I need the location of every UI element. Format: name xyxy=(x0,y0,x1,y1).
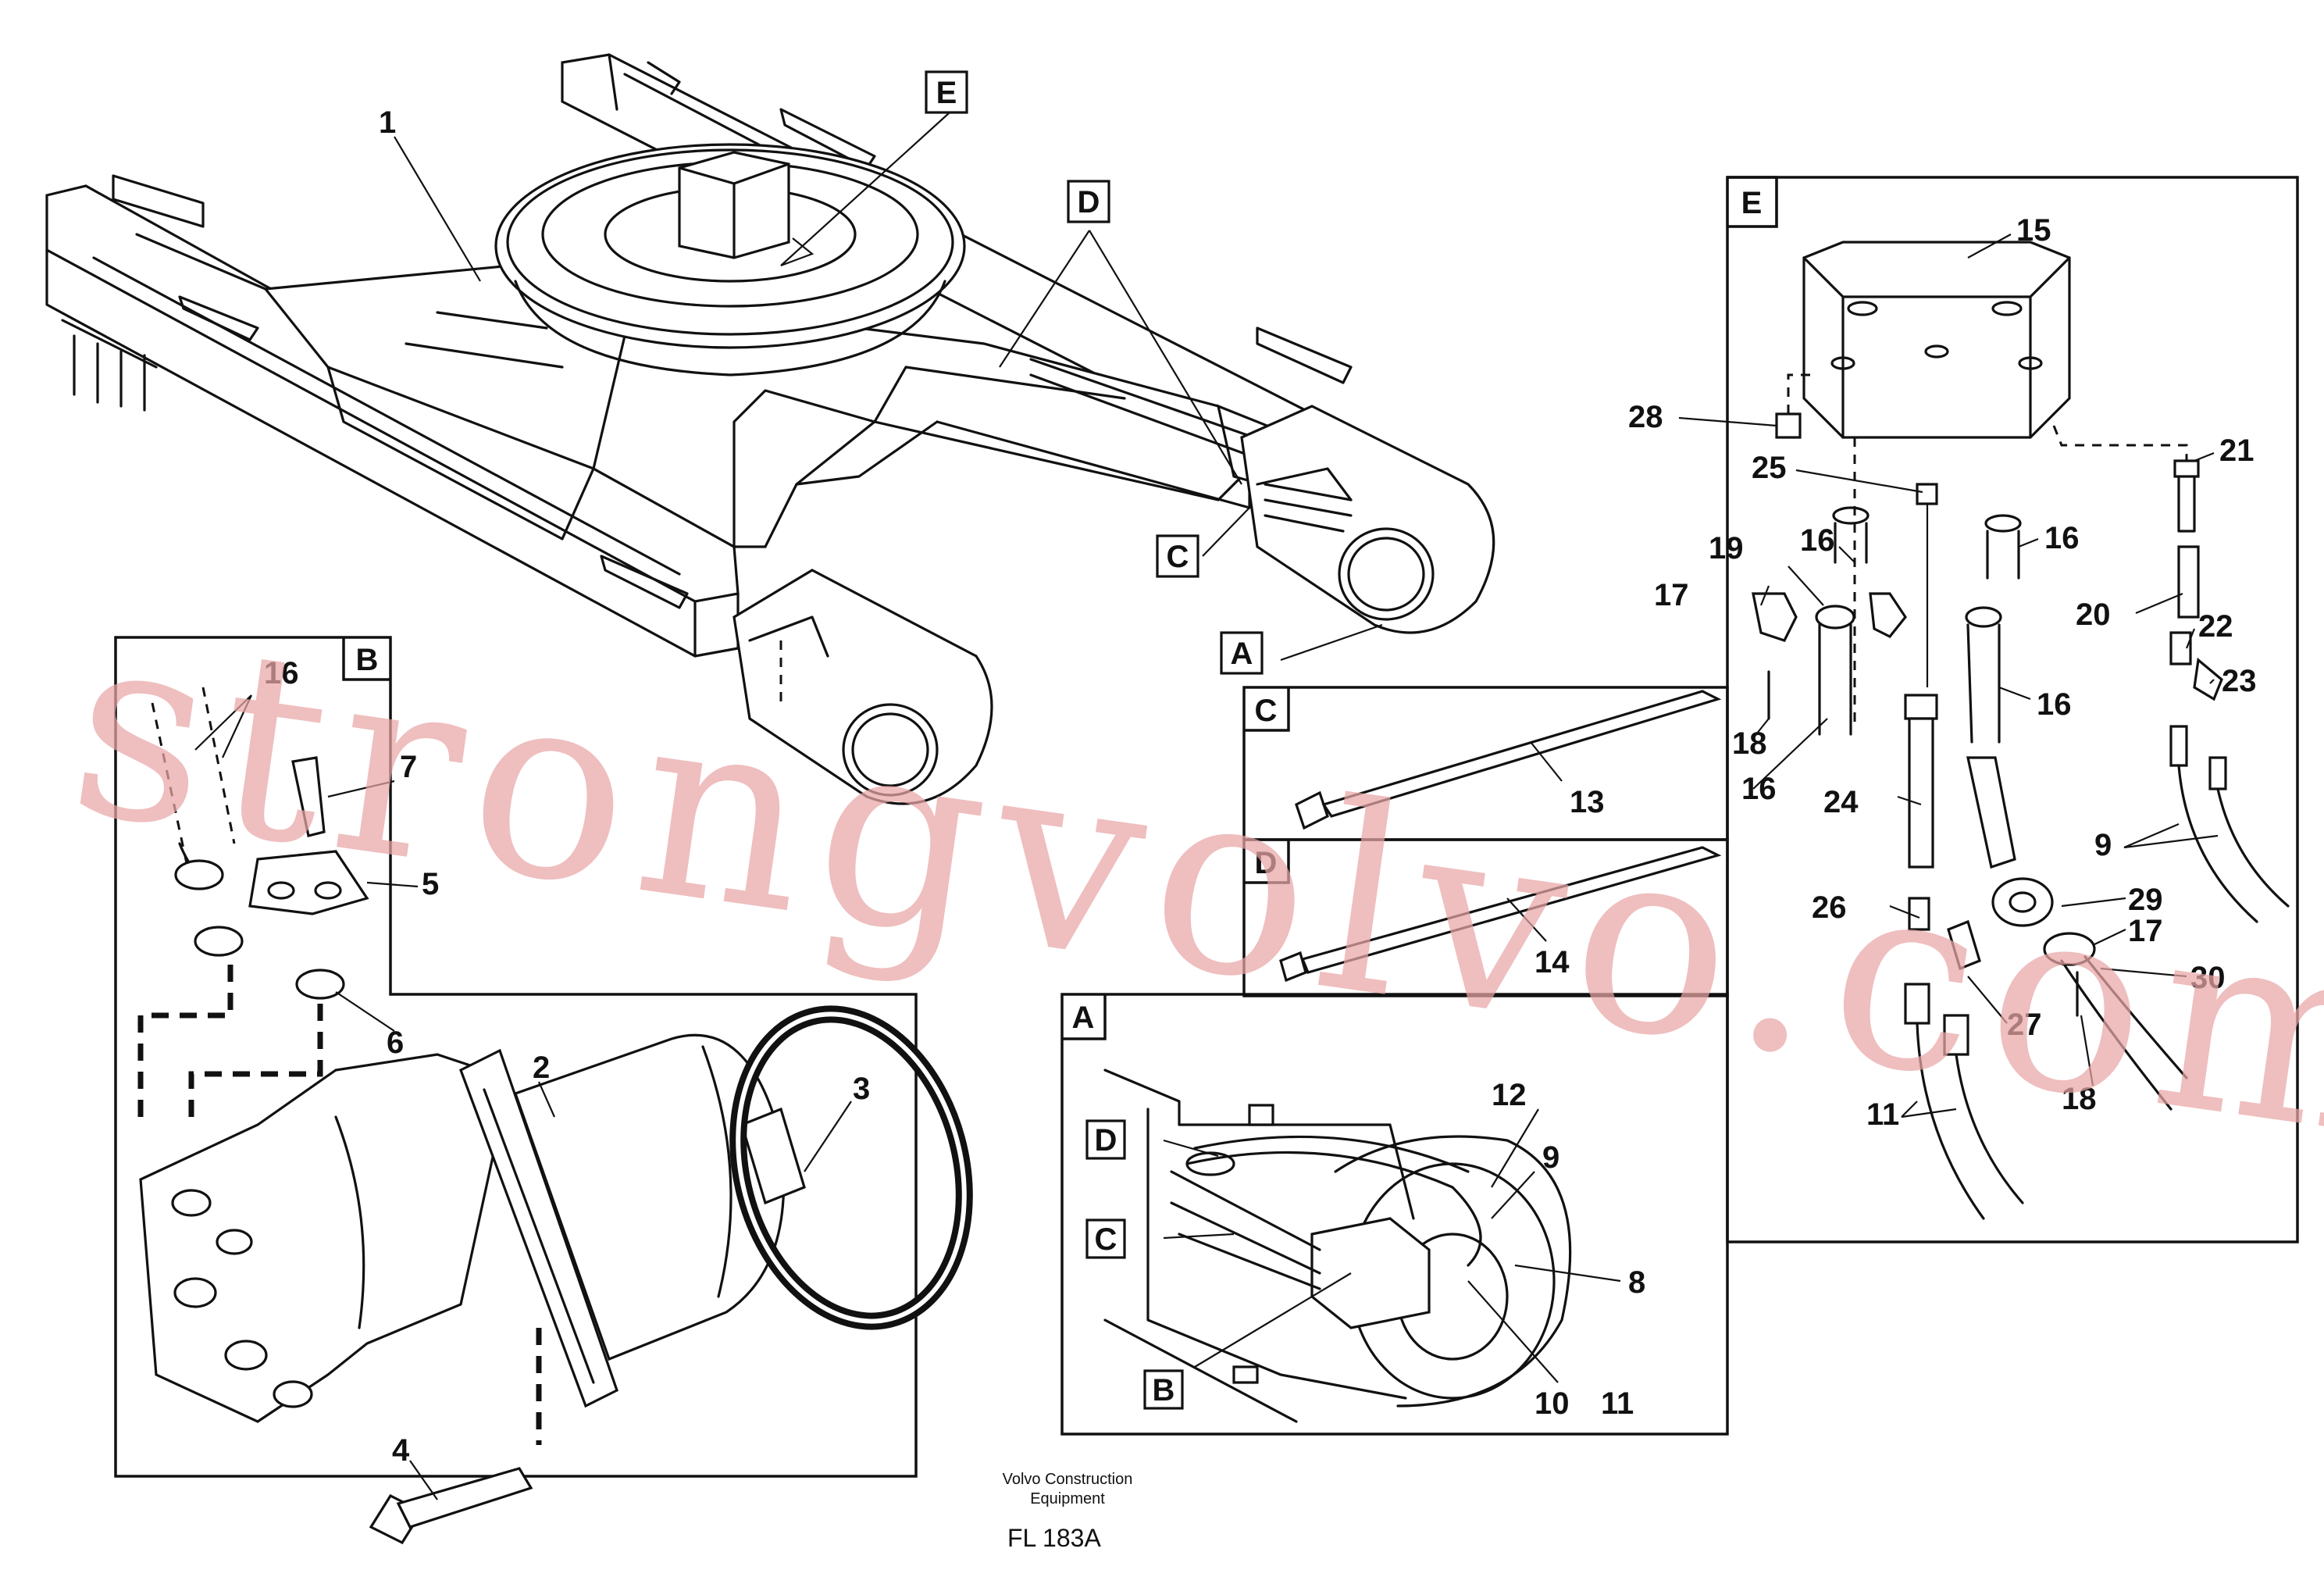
callout-17-b: 17 xyxy=(2128,914,2163,948)
label-B-in-A: B xyxy=(1153,1373,1175,1408)
callout-11-b: 11 xyxy=(1866,1097,1899,1132)
label-E-main: E xyxy=(936,76,957,110)
view-D-panel xyxy=(1242,838,1729,997)
callout-30: 30 xyxy=(2190,961,2226,995)
label-C-main: C xyxy=(1167,540,1189,574)
callout-numbers: 1 16 7 5 6 2 3 4 13 14 12 9 8 10 11 15 2… xyxy=(264,105,2257,1468)
callout-5: 5 xyxy=(422,867,439,901)
caption: Volvo Construction Equipment FL 183A xyxy=(1003,1471,1133,1552)
callout-16-b: 16 xyxy=(264,656,299,690)
view-E-panel xyxy=(1726,176,2299,1243)
callout-6: 6 xyxy=(387,1026,404,1060)
label-D-in-A: D xyxy=(1095,1123,1117,1158)
callout-3: 3 xyxy=(853,1072,870,1106)
callout-1: 1 xyxy=(379,105,396,140)
caption-line1: Volvo Construction xyxy=(1003,1471,1133,1488)
label-C-box: C xyxy=(1255,694,1278,728)
callout-29: 29 xyxy=(2128,883,2163,917)
callout-28: 28 xyxy=(1628,400,1663,434)
callout-15: 15 xyxy=(2016,213,2051,248)
label-A-main: A xyxy=(1231,637,1253,671)
label-A-box: A xyxy=(1072,1001,1095,1035)
callout-24: 24 xyxy=(1823,785,1859,819)
callout-18-b: 18 xyxy=(2062,1082,2097,1116)
callout-25: 25 xyxy=(1752,451,1787,485)
callout-7: 7 xyxy=(400,750,417,784)
callout-9-a: 9 xyxy=(1542,1140,1559,1175)
callout-2: 2 xyxy=(533,1051,550,1085)
callout-8: 8 xyxy=(1628,1265,1645,1300)
caption-code: FL 183A xyxy=(1007,1524,1101,1552)
label-D-box: D xyxy=(1255,846,1278,880)
undercarriage-frame xyxy=(45,53,1495,805)
callout-16-c: 16 xyxy=(1800,523,1835,558)
callout-20: 20 xyxy=(2076,598,2111,632)
callout-11-a: 11 xyxy=(1601,1386,1634,1421)
callout-16-e: 16 xyxy=(2037,687,2072,722)
detail-leaders xyxy=(194,234,2219,1500)
label-E-box: E xyxy=(1741,186,1763,220)
callout-21: 21 xyxy=(2219,433,2254,468)
callout-4: 4 xyxy=(392,1433,410,1468)
callout-19: 19 xyxy=(1709,531,1744,566)
callout-13: 13 xyxy=(1570,785,1605,819)
callout-22: 22 xyxy=(2198,609,2233,644)
label-boxes xyxy=(925,70,1778,1410)
label-B-box: B xyxy=(356,643,379,677)
callout-9-b: 9 xyxy=(2094,828,2112,862)
label-D-main: D xyxy=(1078,185,1100,219)
callout-16-f: 16 xyxy=(1741,772,1777,806)
main-leaders xyxy=(394,112,1383,662)
callout-12: 12 xyxy=(1492,1078,1527,1112)
callout-17-a: 17 xyxy=(1654,578,1689,612)
label-C-in-A: C xyxy=(1095,1222,1117,1257)
view-labels: E D C A E B C D A D C B xyxy=(356,76,1763,1408)
caption-line2: Equipment xyxy=(1030,1490,1105,1507)
callout-26: 26 xyxy=(1812,890,1847,925)
callout-14: 14 xyxy=(1534,945,1570,979)
callout-23: 23 xyxy=(2222,664,2257,698)
callout-27: 27 xyxy=(2007,1008,2042,1042)
callout-18-a: 18 xyxy=(1732,726,1767,761)
callout-16-d: 16 xyxy=(2044,521,2080,555)
callout-10: 10 xyxy=(1534,1386,1570,1421)
view-B-panel xyxy=(114,636,973,1545)
